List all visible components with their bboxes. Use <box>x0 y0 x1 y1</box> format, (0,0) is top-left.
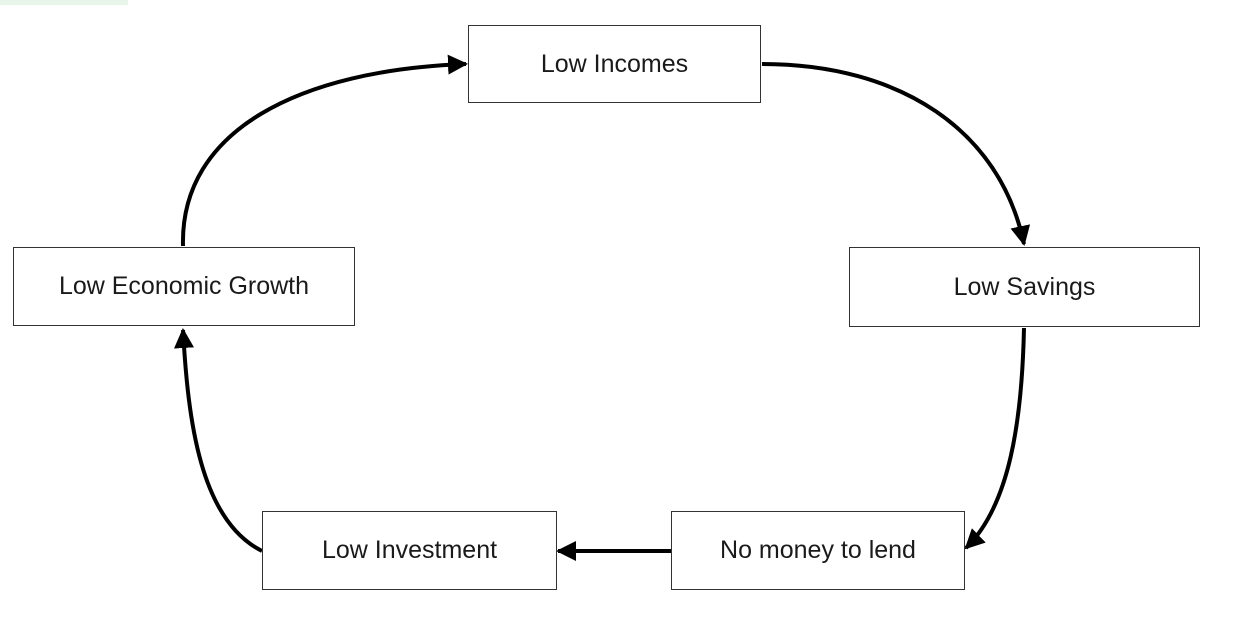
node-low-savings: Low Savings <box>849 247 1200 327</box>
node-label-low-savings: Low Savings <box>953 272 1096 301</box>
node-label-low-economic-growth: Low Economic Growth <box>58 272 310 300</box>
node-no-money-to-lend: No money to lend <box>671 511 965 590</box>
arrow-incomes-to-savings <box>761 62 1031 246</box>
corner-tint <box>0 0 128 5</box>
node-low-economic-growth: Low Economic Growth <box>13 247 355 326</box>
arrow-savings-to-nomoney <box>964 327 1026 550</box>
arrow-growth-to-incomes <box>180 54 468 247</box>
arrow-investment-to-growth <box>174 328 263 553</box>
node-label-low-investment: Low Investment <box>321 536 498 564</box>
node-low-investment: Low Investment <box>262 511 557 590</box>
node-label-no-money-to-lend: No money to lend <box>720 536 916 564</box>
node-low-incomes: Low Incomes <box>468 25 761 103</box>
node-label-low-incomes: Low Incomes <box>540 49 689 78</box>
